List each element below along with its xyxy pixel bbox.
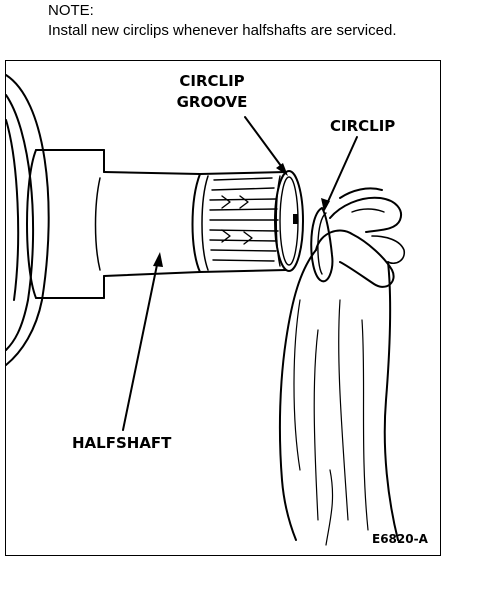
- figure-code: E6820-A: [372, 532, 429, 546]
- leader-lines: [122, 116, 358, 431]
- circlip-groove-label-line2: GROOVE: [177, 93, 248, 111]
- note-text: Install new circlips whenever halfshafts…: [48, 22, 397, 39]
- circlip-drawing: [310, 207, 334, 283]
- halfshaft-drawing: [26, 149, 304, 299]
- hand-drawing: [278, 187, 406, 546]
- hub-housing-drawing: [5, 74, 50, 366]
- circlip-label: CIRCLIP: [330, 117, 395, 135]
- circlip-groove-label-line1: CIRCLIP: [179, 72, 244, 90]
- arrowheads: [153, 163, 330, 267]
- note-heading: NOTE:: [48, 2, 94, 19]
- halfshaft-label: HALFSHAFT: [72, 434, 172, 452]
- illustration-frame: [5, 60, 441, 556]
- note-block: NOTE: Install new circlips whenever half…: [48, 1, 397, 41]
